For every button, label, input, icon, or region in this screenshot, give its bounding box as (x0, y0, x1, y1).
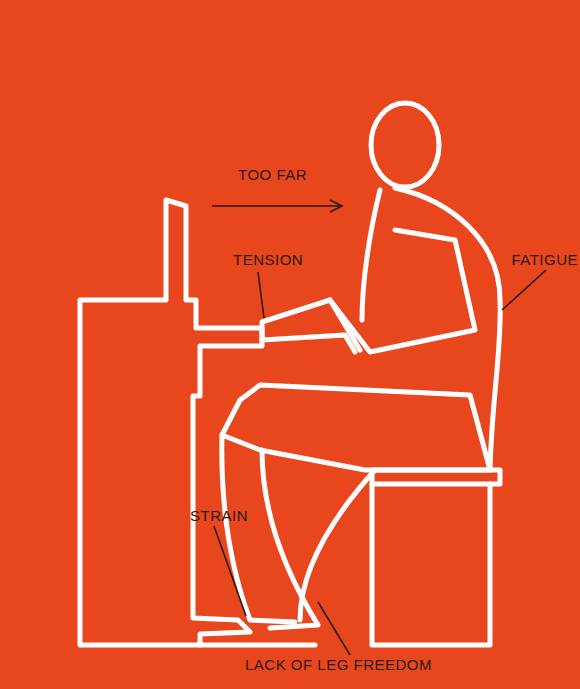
elbow (330, 300, 360, 350)
leader-line (318, 602, 350, 655)
leader-line (502, 270, 546, 310)
piano-base (200, 643, 315, 648)
leg-mid (300, 470, 375, 620)
leg-back (222, 435, 295, 622)
torso-front (362, 190, 380, 320)
head (371, 103, 439, 187)
callout-label: FATIGUE (511, 251, 578, 268)
stool-seat (372, 482, 490, 487)
callout-label: TOO FAR (238, 166, 307, 183)
upper-arm (330, 230, 475, 352)
arrow-line (212, 205, 340, 207)
arrow-head (330, 200, 342, 212)
stool (372, 470, 500, 645)
callout-label: STRAIN (190, 507, 248, 524)
leader-line (258, 272, 264, 318)
forearm (262, 300, 355, 352)
callout-label: TENSION (233, 251, 303, 268)
callout-label: LACK OF LEG FREEDOM (245, 656, 432, 673)
leg-front (262, 450, 318, 628)
leader-line (214, 526, 246, 616)
